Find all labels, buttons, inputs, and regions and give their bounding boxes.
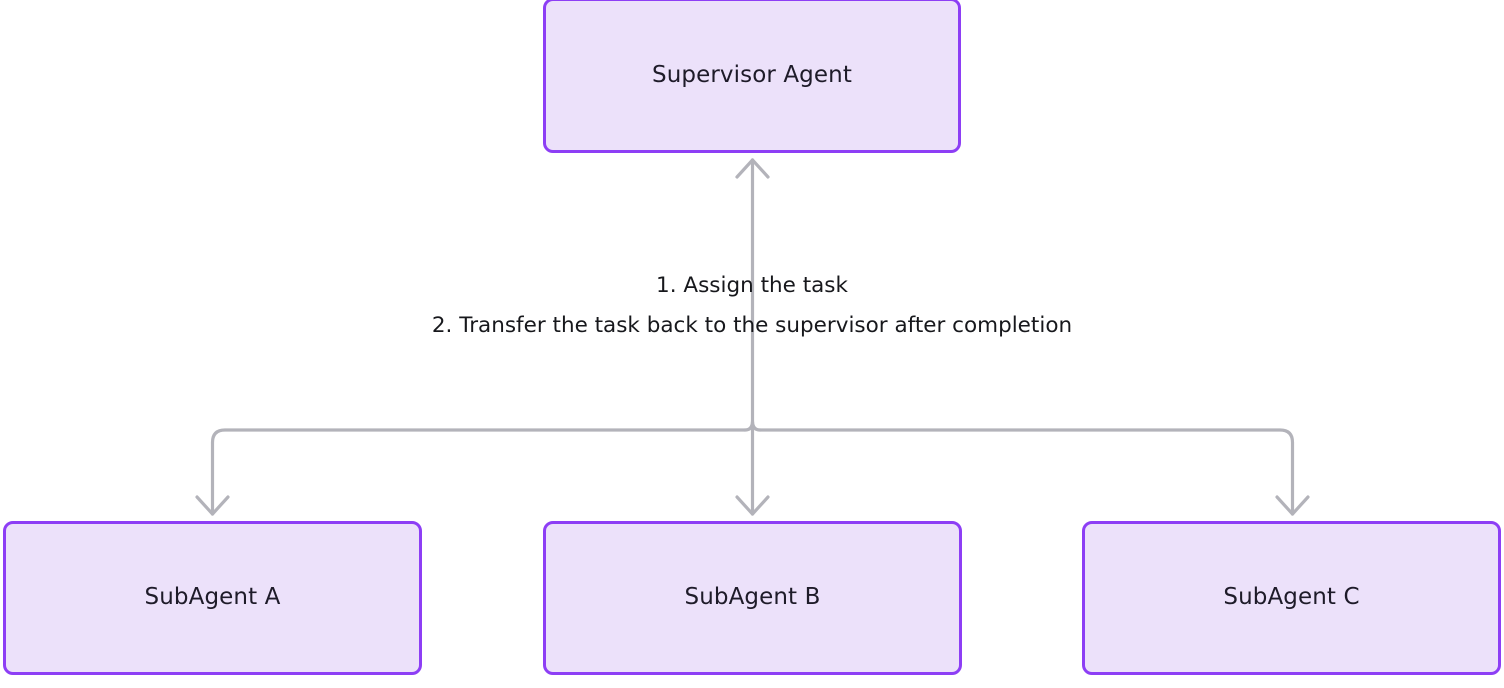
edge-label-line-1: 1. Assign the task <box>656 273 848 298</box>
node-subagent-c[interactable]: SubAgent C <box>1082 521 1501 675</box>
node-supervisor-agent[interactable]: Supervisor Agent <box>543 0 961 153</box>
edge-junction-to-subagent-b-arrowhead <box>735 495 770 516</box>
edge-junction-fillet-right <box>750 420 762 432</box>
edge-junction-to-subagent-c-line <box>758 428 1295 516</box>
node-subagent-c-label: SubAgent C <box>1223 584 1360 611</box>
node-subagent-b[interactable]: SubAgent B <box>543 521 962 675</box>
node-subagent-a-label: SubAgent A <box>144 584 281 611</box>
edge-junction-to-supervisor-arrowhead <box>735 158 770 179</box>
edge-junction-fillet-left <box>743 420 755 432</box>
edge-junction-to-subagent-a-arrowhead <box>195 495 230 516</box>
node-subagent-a[interactable]: SubAgent A <box>3 521 422 675</box>
edge-label-line-2: 2. Transfer the task back to the supervi… <box>431 313 1073 338</box>
edge-junction-to-subagent-a-line <box>210 428 747 516</box>
node-supervisor-agent-label: Supervisor Agent <box>652 61 852 88</box>
node-subagent-b-label: SubAgent B <box>684 584 821 611</box>
edge-junction-to-subagent-c-arrowhead <box>1275 495 1310 516</box>
edge-label: 1. Assign the task 2. Transfer the task … <box>0 266 1504 346</box>
